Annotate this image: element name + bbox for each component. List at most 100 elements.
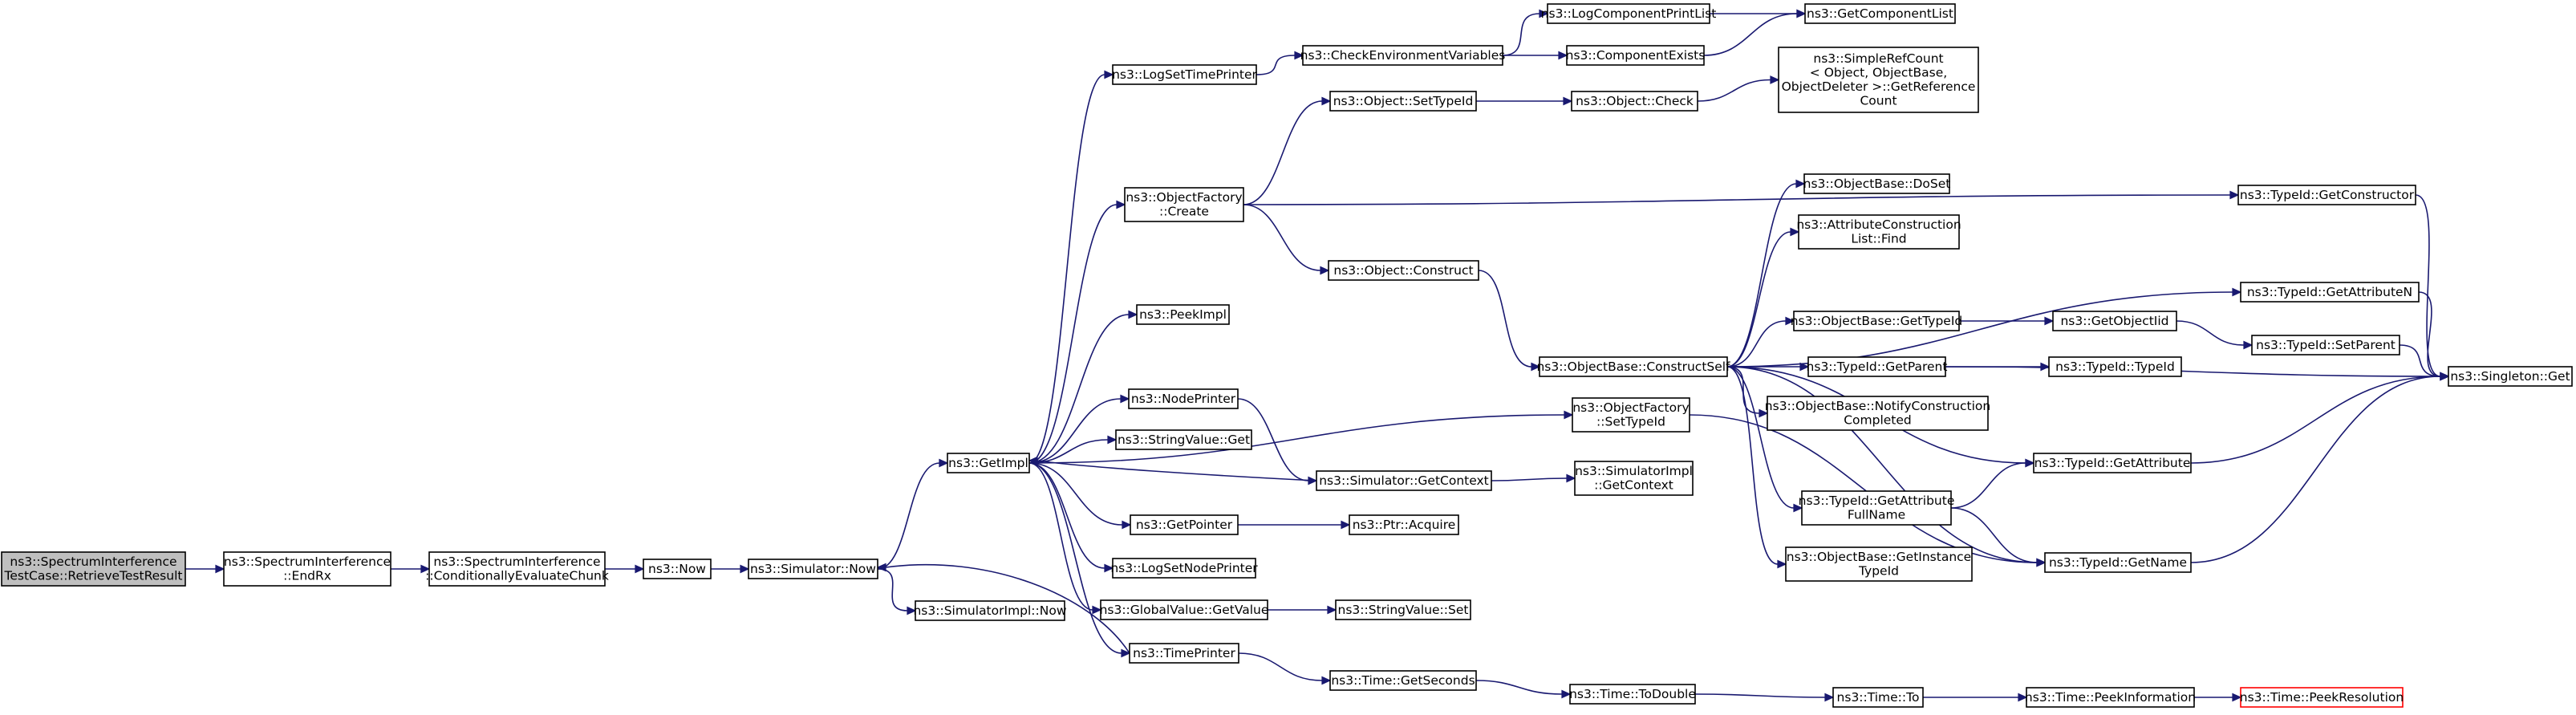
node-simnow[interactable]: ns3::Simulator::Now xyxy=(748,559,878,579)
node-box xyxy=(1832,687,1924,708)
node-logcomplist[interactable]: ns3::LogComponentPrintList xyxy=(1541,3,1717,24)
node-typeidgetattrn[interactable]: ns3::TypeId::GetAttributeN xyxy=(2240,282,2420,303)
node-box xyxy=(1329,91,1477,112)
node-peekimpl[interactable]: ns3::PeekImpl xyxy=(1136,304,1230,325)
node-label: ns3::Time::PeekResolution xyxy=(2240,690,2404,705)
edge-getimpl-to-objfactsettype-arrowhead xyxy=(1564,410,1574,420)
node-doset[interactable]: ns3::ObjectBase::DoSet xyxy=(1803,173,1951,194)
edge-constructself-to-typeidgetattrn-arrowhead xyxy=(2232,287,2242,297)
node-objconstruct[interactable]: ns3::Object::Construct xyxy=(1328,260,1479,281)
node-stringvalueget[interactable]: ns3::StringValue::Get xyxy=(1115,429,1252,450)
node-getcomplist[interactable]: ns3::GetComponentList xyxy=(1804,3,1956,24)
node-box xyxy=(1349,514,1459,535)
node-cond[interactable]: ns3::SpectrumInterference::Conditionally… xyxy=(425,551,609,587)
edge-getimpl-to-nodeprinter-arrowhead xyxy=(1120,394,1130,404)
node-typeidgetname[interactable]: ns3::TypeId::GetName xyxy=(2044,552,2192,573)
node-box xyxy=(223,551,391,587)
edge-simnow-to-implnow-arrowhead xyxy=(907,606,917,615)
node-box xyxy=(1302,45,1503,66)
edge-objcheck-to-simplerefcount-arrowhead xyxy=(1770,75,1780,84)
edge-objfactsettype-to-typeidgetname xyxy=(1689,414,2038,563)
node-getobjectiid[interactable]: ns3::GetObjectIid xyxy=(2052,311,2177,331)
node-box xyxy=(2044,552,2192,573)
node-typeidgetparent[interactable]: ns3::TypeId::GetParent xyxy=(1807,356,1948,377)
edge-compexists-to-getcomplist-arrowhead xyxy=(1796,9,1807,18)
edge-getimpl-to-getpointer-arrowhead xyxy=(1122,520,1132,530)
node-timepeekres[interactable]: ns3::Time::PeekResolution xyxy=(2240,687,2404,708)
node-implnow[interactable]: ns3::SimulatorImpl::Now xyxy=(913,600,1067,621)
node-timeprinter[interactable]: ns3::TimePrinter xyxy=(1129,643,1239,664)
edge-timegetsec-to-timetodouble xyxy=(1475,680,1563,695)
node-compexists[interactable]: ns3::ComponentExists xyxy=(1566,45,1706,66)
edges-layer xyxy=(185,9,2450,702)
edge-typeidgetname-to-singletonget xyxy=(2190,376,2441,563)
node-label: ns3::Object::Construct xyxy=(1333,263,1473,278)
node-simimplgetctx[interactable]: ns3::SimulatorImpl::GetContext xyxy=(1574,461,1694,496)
node-label: ns3::ObjectBase::DoSet xyxy=(1803,177,1951,191)
node-box xyxy=(1571,91,1698,112)
edge-timegetsec-to-timetodouble-arrowhead xyxy=(1561,689,1572,699)
edge-typeidgetattrn-to-singletonget xyxy=(2418,291,2441,377)
node-objfactsettype[interactable]: ns3::ObjectFactory::SetTypeId xyxy=(1572,397,1690,433)
node-box xyxy=(2240,282,2420,303)
node-getimpl[interactable]: ns3::GetImpl xyxy=(947,453,1030,473)
node-timeto[interactable]: ns3::Time::To xyxy=(1832,687,1924,708)
node-timetodouble[interactable]: ns3::Time::ToDouble xyxy=(1569,684,1696,705)
edge-constructself-to-notifycons-arrowhead xyxy=(1759,408,1769,418)
node-root[interactable]: ns3::SpectrumInterferenceTestCase::Retri… xyxy=(1,551,186,587)
node-getpointer[interactable]: ns3::GetPointer xyxy=(1130,514,1239,535)
node-logsettime[interactable]: ns3::LogSetTimePrinter xyxy=(1112,64,1258,85)
node-box xyxy=(1803,173,1950,194)
node-simgetctx[interactable]: ns3::Simulator::GetContext xyxy=(1316,470,1492,491)
node-notifycons[interactable]: ns3::ObjectBase::NotifyConstructionCompl… xyxy=(1765,396,1990,431)
node-simplerefcount[interactable]: ns3::SimpleRefCount< Object, ObjectBase,… xyxy=(1778,47,1979,113)
node-checkenv[interactable]: ns3::CheckEnvironmentVariables xyxy=(1300,45,1506,66)
node-box xyxy=(1778,47,1979,113)
edge-typeidgetparent-to-singletonget xyxy=(1945,366,2441,377)
node-box xyxy=(1130,514,1239,535)
node-constructself[interactable]: ns3::ObjectBase::ConstructSelf xyxy=(1536,356,1730,377)
node-nodeprinter[interactable]: ns3::NodePrinter xyxy=(1128,388,1239,409)
node-box xyxy=(1316,470,1492,491)
node-label: ns3::TypeId::GetAttributeN xyxy=(2247,285,2412,299)
edge-getimpl-to-nodeprinter xyxy=(1028,398,1122,464)
node-box xyxy=(2052,311,2177,331)
node-box xyxy=(1115,429,1252,450)
node-objbasegettype[interactable]: ns3::ObjectBase::GetTypeId xyxy=(1791,311,1963,331)
edge-getattrfull-to-typeidgetname xyxy=(1950,507,2038,563)
node-typeidtypeid[interactable]: ns3::TypeId::TypeId xyxy=(2048,356,2182,377)
node-box xyxy=(1798,214,1960,250)
node-label: ::GetContext xyxy=(1594,478,1673,493)
node-label: ns3::TypeId::GetAttribute xyxy=(1799,494,1955,508)
node-objcheck[interactable]: ns3::Object::Check xyxy=(1571,91,1698,112)
edge-nodeprinter-to-simgetctx xyxy=(1237,398,1309,481)
node-box xyxy=(1112,558,1256,579)
edge-getimpl-to-objfactcreate-arrowhead xyxy=(1116,200,1126,209)
node-label: ns3::ObjectFactory xyxy=(1572,400,1689,415)
edge-typeidgetattr-to-singletonget xyxy=(2190,376,2441,464)
node-box xyxy=(1328,260,1479,281)
node-typeidgetattr[interactable]: ns3::TypeId::GetAttribute xyxy=(2033,453,2192,473)
node-typeidsetparent[interactable]: ns3::TypeId::SetParent xyxy=(2251,335,2400,355)
node-now[interactable]: ns3::Now xyxy=(643,559,712,579)
node-objfactcreate[interactable]: ns3::ObjectFactory::Create xyxy=(1124,187,1244,222)
edge-getimpl-to-objfactcreate xyxy=(1028,204,1118,464)
node-globalvalueget[interactable]: ns3::GlobalValue::GetValue xyxy=(1100,599,1269,620)
node-stringvalueset[interactable]: ns3::StringValue::Set xyxy=(1335,599,1471,620)
node-singletonget[interactable]: ns3::Singleton::Get xyxy=(2448,366,2573,387)
edge-getimpl-to-timeprinter-arrowhead xyxy=(1121,648,1131,658)
node-timegetsec[interactable]: ns3::Time::GetSeconds xyxy=(1329,670,1477,691)
node-setTypeId[interactable]: ns3::Object::SetTypeId xyxy=(1329,91,1477,112)
node-typeidgetcons[interactable]: ns3::TypeId::GetConstructor xyxy=(2237,185,2416,205)
node-logsetnode[interactable]: ns3::LogSetNodePrinter xyxy=(1110,558,1258,579)
node-box xyxy=(2237,185,2416,205)
edge-constructself-to-objbasegettype xyxy=(1726,320,1787,368)
node-label: ns3::ObjectBase::GetTypeId xyxy=(1791,314,1963,328)
node-ptracquire[interactable]: ns3::Ptr::Acquire xyxy=(1349,514,1459,535)
node-endrx[interactable]: ns3::SpectrumInterference::EndRx xyxy=(223,551,391,587)
node-timepeekinfo[interactable]: ns3::Time::PeekInformation xyxy=(2025,687,2196,708)
edge-objfactcreate-to-objconstruct-arrowhead xyxy=(1320,266,1330,275)
